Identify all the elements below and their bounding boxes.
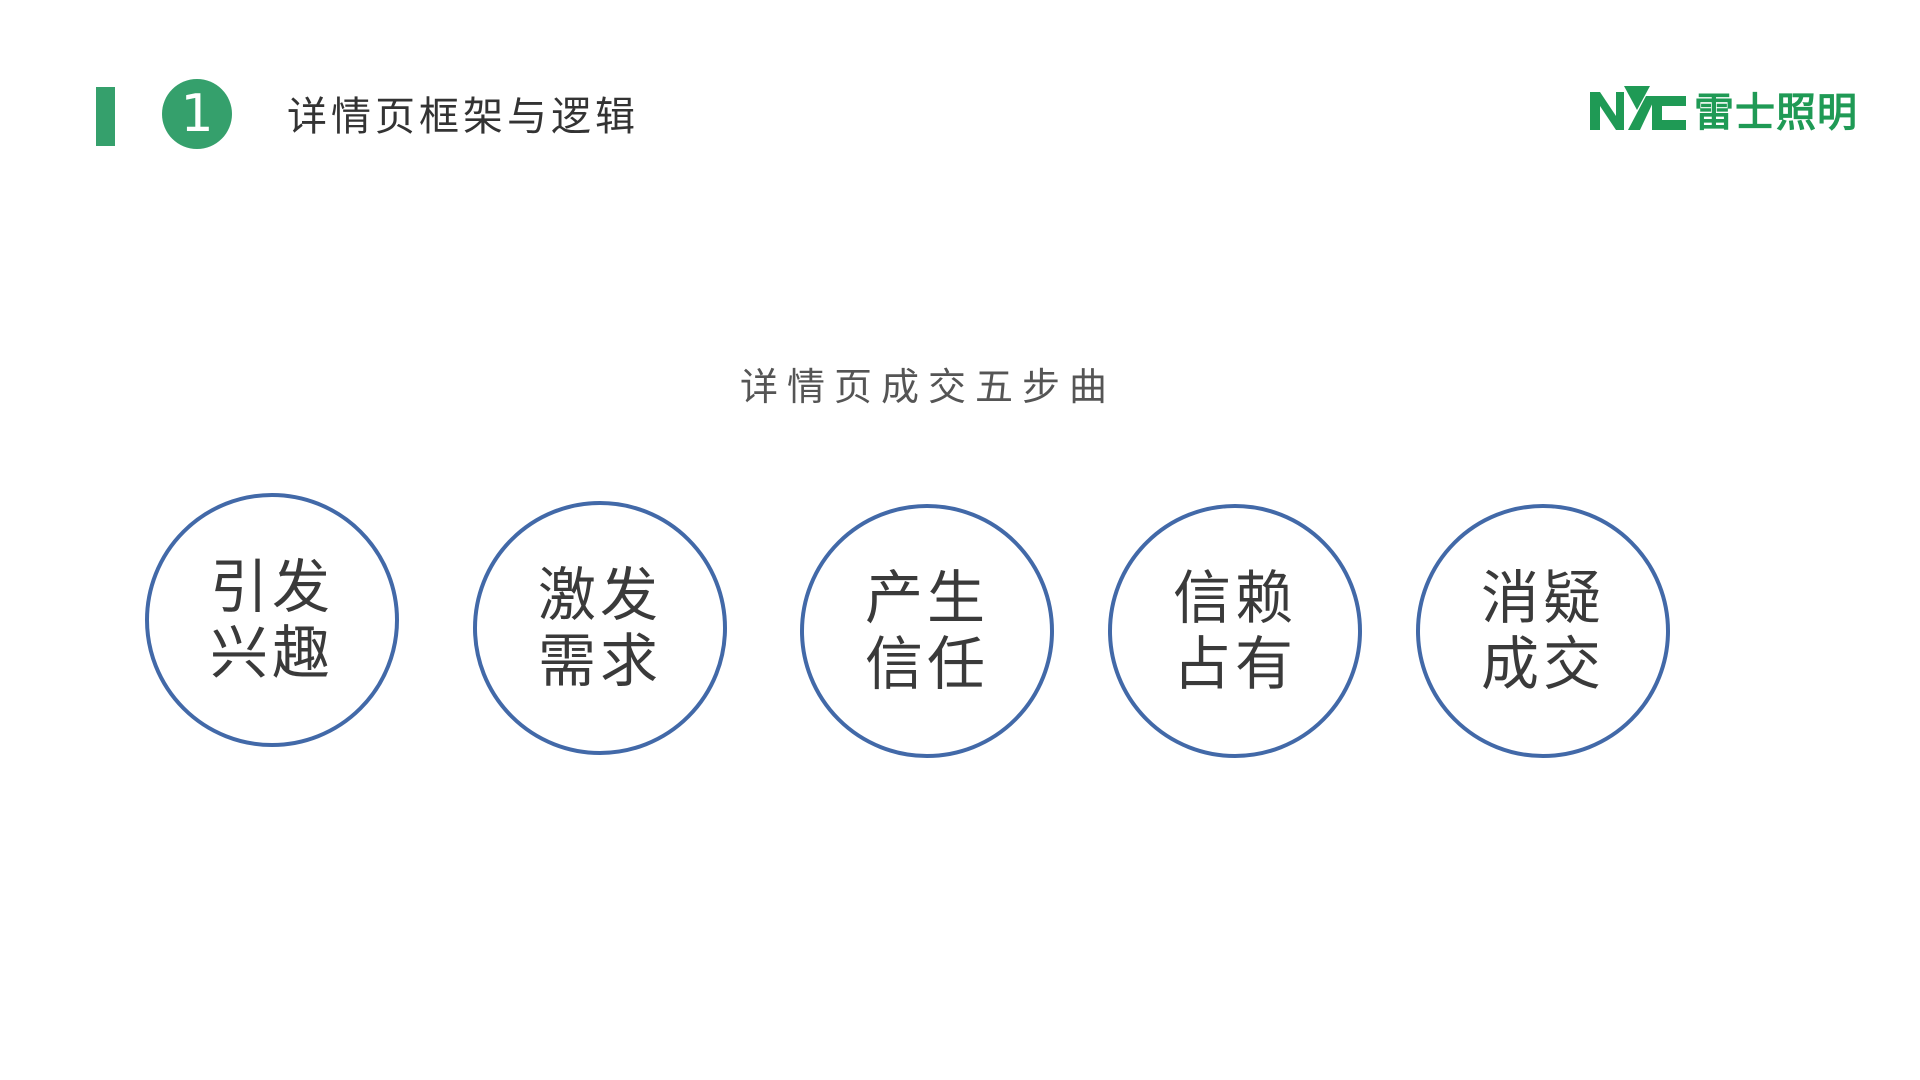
nvc-logo-mark-icon (1590, 86, 1686, 130)
step-label-line2: 信任 (864, 630, 989, 698)
page-title: 详情页框架与逻辑 (287, 94, 639, 140)
step-label-line2: 兴趣 (209, 619, 334, 687)
section-accent-bar (96, 87, 115, 146)
step-label-line2: 占有 (1172, 630, 1297, 698)
section-subtitle: 详情页成交五步曲 (740, 365, 1117, 409)
step-label-line2: 需求 (537, 627, 662, 695)
step-circle-1: 引发 兴趣 (145, 493, 399, 747)
step-label-line1: 消疑 (1480, 564, 1605, 632)
step-label-line2: 成交 (1480, 630, 1605, 698)
step-label-line1: 激发 (537, 561, 662, 629)
step-label-line1: 产生 (864, 564, 989, 632)
step-circle-2: 激发 需求 (473, 501, 727, 755)
step-circle-4: 信赖 占有 (1108, 504, 1362, 758)
section-number-badge: 1 (162, 79, 232, 149)
logo-text: 雷士照明 (1694, 90, 1858, 136)
step-label-line1: 信赖 (1172, 564, 1297, 632)
nvc-logo: 雷士照明 (1590, 84, 1858, 136)
step-circle-5: 消疑 成交 (1416, 504, 1670, 758)
step-label-line1: 引发 (209, 553, 334, 621)
step-circle-3: 产生 信任 (800, 504, 1054, 758)
